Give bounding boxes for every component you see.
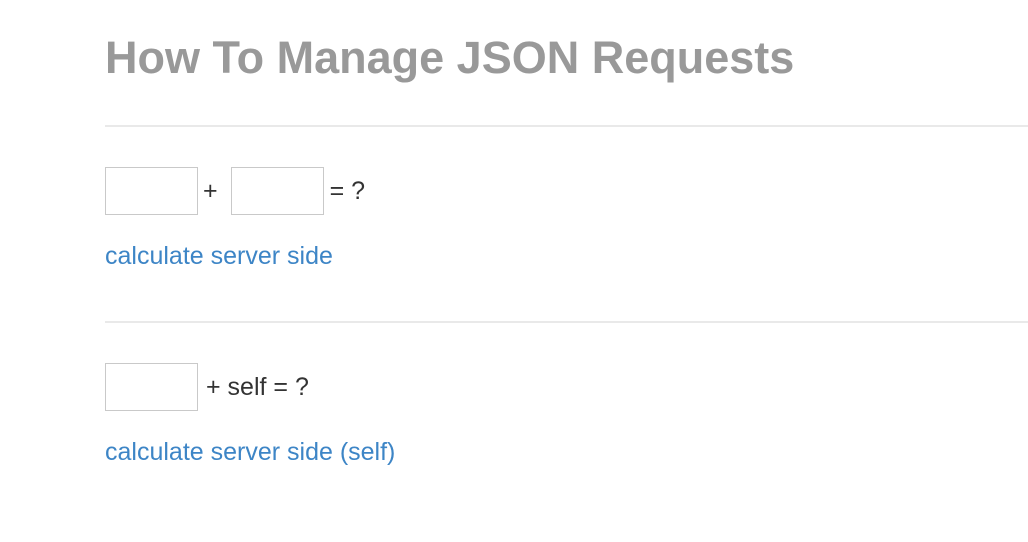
self-equation-label: + self = ? (206, 372, 309, 401)
main-content: How To Manage JSON Requests + = ? calcul… (105, 32, 1028, 470)
equals-question-label: = ? (329, 176, 366, 205)
sum-link-row: calculate server side (105, 242, 1028, 274)
first-number-input[interactable] (105, 167, 198, 215)
sum-form-row: + = ? (105, 167, 1028, 215)
page-title: How To Manage JSON Requests (105, 32, 795, 83)
sum-calculator-section: + = ? calculate server side (105, 167, 1028, 274)
plus-operator-label: + (203, 176, 218, 205)
self-calculator-section: + self = ? calculate server side (self) (105, 363, 1028, 470)
self-number-input[interactable] (105, 363, 198, 411)
divider-top (105, 125, 1028, 127)
divider-middle (105, 321, 1028, 323)
calculate-server-side-self-link[interactable]: calculate server side (self) (105, 438, 396, 466)
self-form-row: + self = ? (105, 363, 1028, 411)
calculate-server-side-link[interactable]: calculate server side (105, 242, 333, 270)
self-link-row: calculate server side (self) (105, 438, 1028, 470)
second-number-input[interactable] (230, 167, 324, 215)
